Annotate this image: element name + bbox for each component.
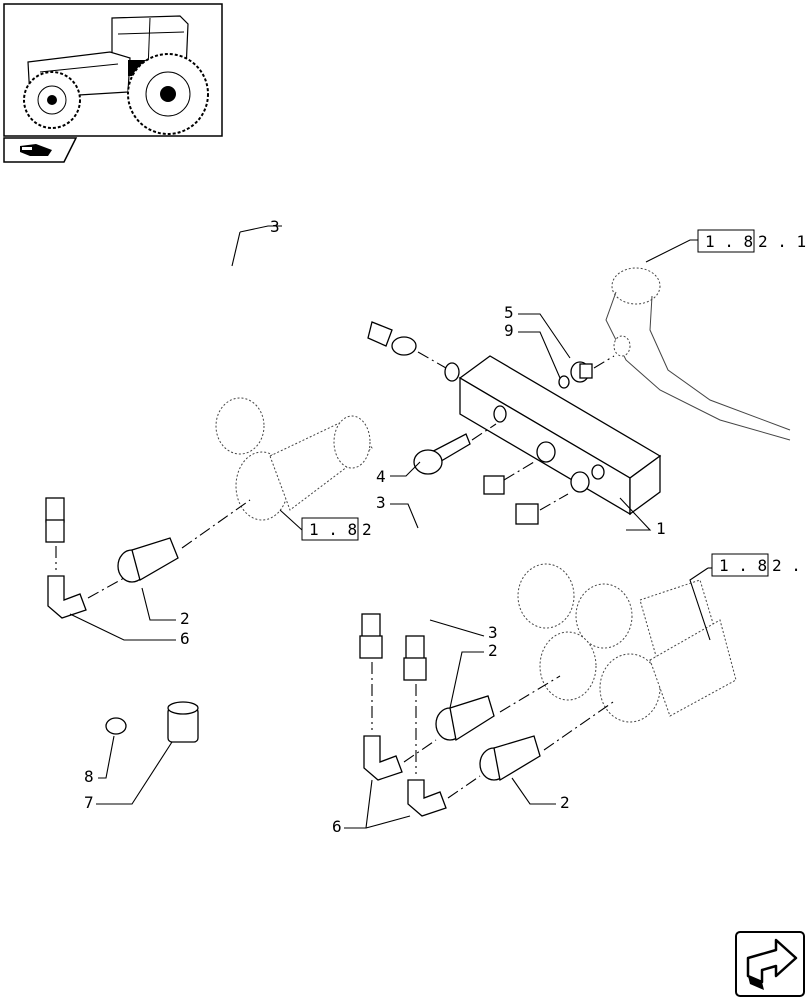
callout-2-left: 2	[180, 609, 190, 628]
context-pipe	[605, 267, 791, 441]
callout-5: 5	[504, 303, 514, 322]
ref-mid-right-tail: 2 .	[772, 556, 801, 575]
callout-6-left: 6	[180, 629, 190, 648]
cap[interactable]	[570, 361, 593, 383]
coupler-low[interactable]	[479, 735, 541, 782]
callout-2-low: 2	[560, 793, 570, 812]
ref-top-right-box: 1 . 8	[705, 232, 753, 251]
callout-9: 9	[504, 321, 514, 340]
hose-mid-left[interactable]	[359, 475, 505, 659]
hand-pointer-icon	[20, 144, 52, 156]
next-page-arrow-icon	[746, 938, 798, 990]
seal[interactable]	[105, 717, 127, 735]
leader-lines	[69, 225, 712, 829]
ref-mid-right-box: 1 . 8	[719, 556, 767, 575]
ref-mid-left[interactable]: 1 . 8 2	[301, 517, 372, 541]
callout-3-mid-left: 3	[376, 493, 386, 512]
coupler-mid[interactable]	[435, 695, 495, 742]
callout-6-bottom: 6	[332, 817, 342, 836]
distribution-block[interactable]	[444, 355, 662, 516]
elbow-bottom-b[interactable]	[407, 779, 447, 817]
callout-7: 7	[84, 793, 94, 812]
ref-top-right-tail: 2 . 1	[758, 232, 806, 251]
right-coupling-context	[517, 563, 737, 723]
ref-top-right[interactable]: 1 . 8 2 . 1	[697, 229, 806, 253]
callout-4: 4	[376, 467, 386, 486]
next-page-button[interactable]	[735, 931, 805, 997]
ref-mid-left-tail: 2	[362, 520, 372, 539]
callout-8: 8	[84, 767, 94, 786]
callout-2-mid: 2	[488, 641, 498, 660]
hose-top[interactable]	[45, 277, 417, 543]
callout-3-top: 3	[270, 217, 280, 236]
washer[interactable]	[558, 375, 570, 389]
ref-mid-right[interactable]: 1 . 8 2 .	[711, 553, 801, 577]
elbow-bottom-a[interactable]	[363, 735, 403, 781]
tractor-thumbnail[interactable]	[3, 3, 223, 137]
plug[interactable]	[167, 701, 199, 743]
section-badge[interactable]	[3, 137, 78, 163]
callout-1: 1	[656, 519, 666, 538]
ref-mid-left-box: 1 . 8	[309, 520, 357, 539]
bolt[interactable]	[413, 433, 471, 475]
elbow-left[interactable]	[47, 575, 87, 619]
callout-3-mid-right: 3	[488, 623, 498, 642]
hose-mid-right[interactable]	[403, 503, 539, 681]
left-coupling-context	[215, 397, 373, 521]
tractor-icon	[23, 15, 209, 135]
coupler-left[interactable]	[117, 537, 179, 583]
